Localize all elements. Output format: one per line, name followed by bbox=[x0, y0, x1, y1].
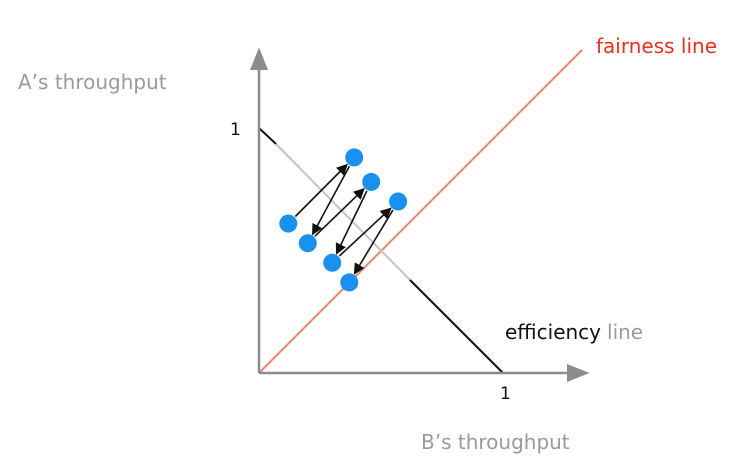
allocation-point bbox=[389, 192, 408, 211]
fairness-line bbox=[258, 49, 583, 374]
x-tick-label: 1 bbox=[500, 384, 511, 404]
efficiency-line-segment-bottom bbox=[409, 279, 504, 374]
allocation-point bbox=[340, 273, 359, 292]
adjustment-arrow bbox=[338, 207, 392, 257]
arrow-group bbox=[294, 163, 394, 275]
fairness-line-label: fairness line bbox=[596, 34, 717, 58]
point-group bbox=[279, 148, 408, 292]
line-word: line bbox=[607, 320, 643, 344]
efficiency-word: efficiency bbox=[505, 320, 601, 344]
y-axis-title: A’s throughput bbox=[18, 70, 167, 94]
adjustment-arrow bbox=[314, 188, 365, 237]
efficiency-line-segment-top bbox=[258, 127, 277, 145]
efficiency-line-segment-middle bbox=[275, 143, 411, 281]
adjustment-arrow bbox=[335, 190, 368, 255]
adjustment-arrow bbox=[311, 165, 351, 236]
allocation-point bbox=[345, 148, 364, 167]
allocation-point bbox=[362, 172, 381, 191]
adjustment-arrow bbox=[353, 209, 394, 275]
y-tick-label: 1 bbox=[230, 120, 241, 140]
x-axis-title: B’s throughput bbox=[421, 430, 570, 454]
allocation-point bbox=[323, 253, 342, 272]
allocation-point bbox=[298, 234, 317, 253]
adjustment-arrow bbox=[294, 163, 348, 218]
allocation-point bbox=[279, 214, 298, 233]
